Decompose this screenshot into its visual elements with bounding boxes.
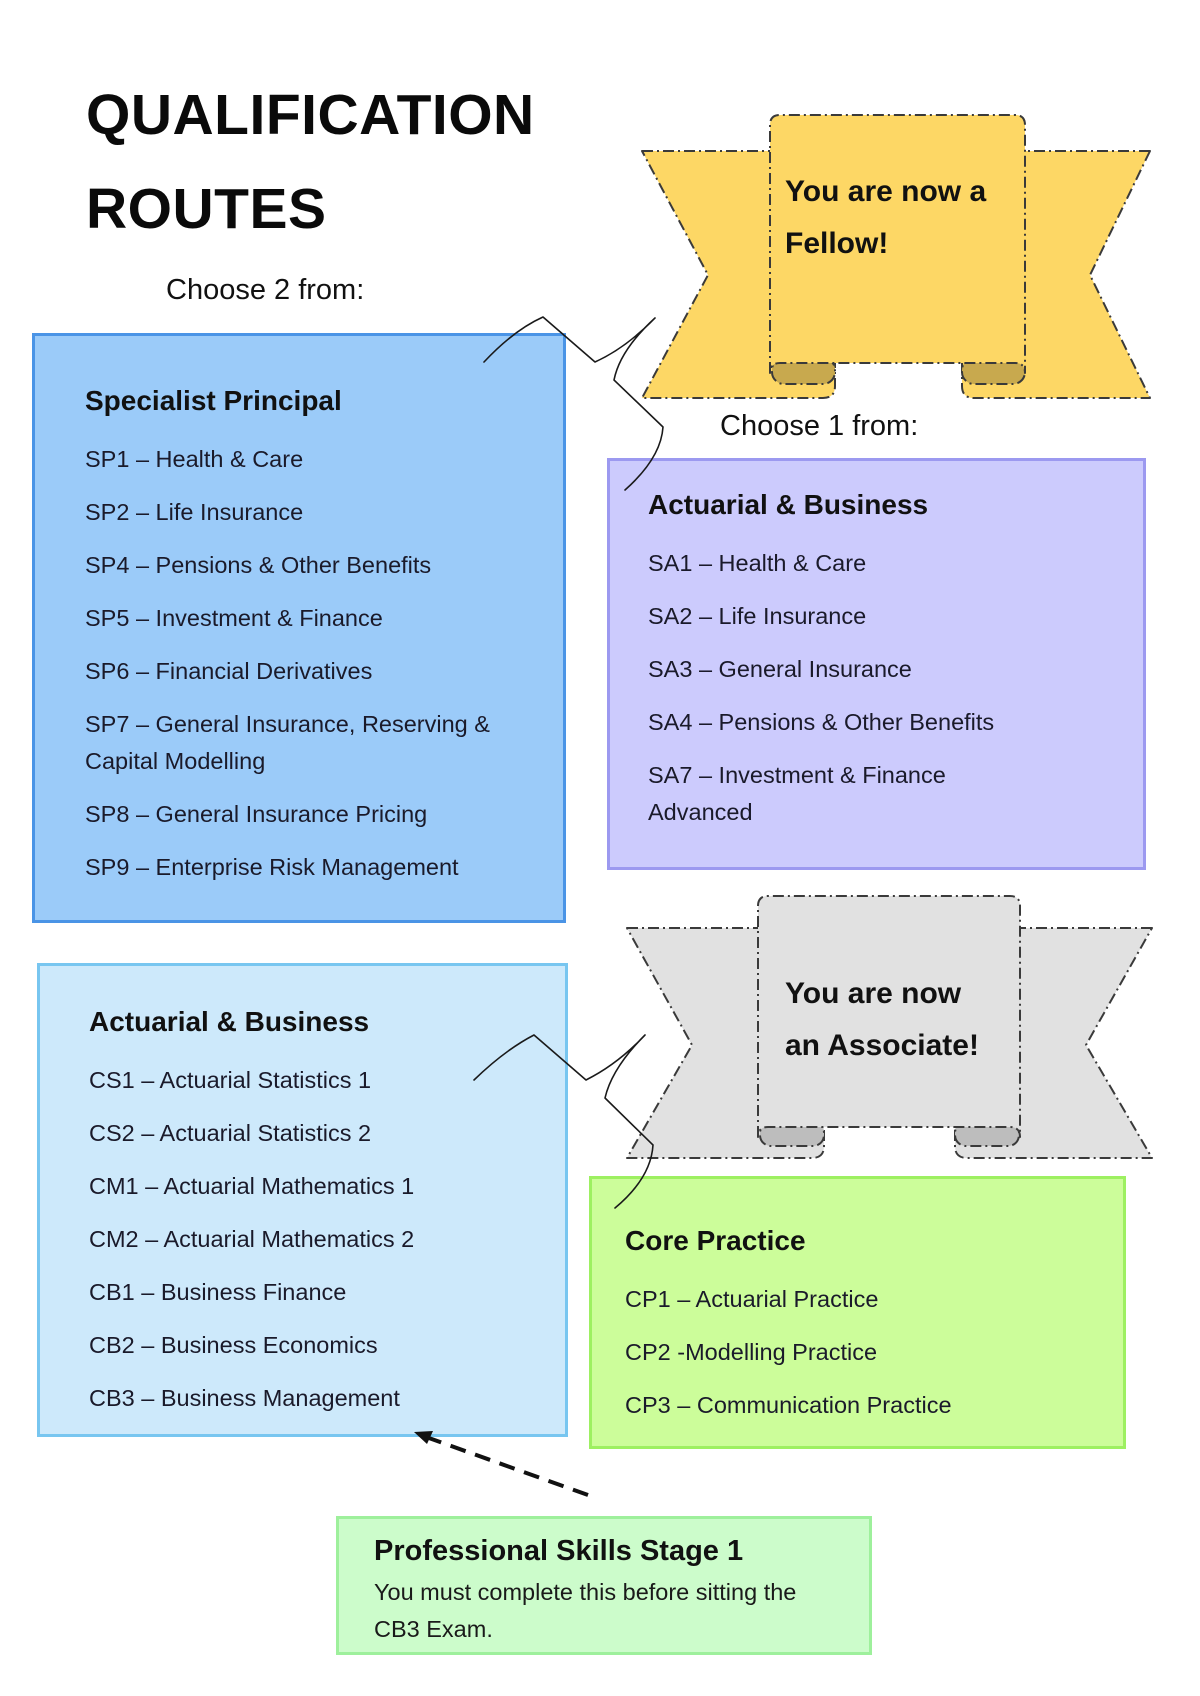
page-title-line-2: ROUTES <box>86 177 327 241</box>
choose-one-label: Choose 1 from: <box>720 410 919 442</box>
professional-skills-heading: Professional Skills Stage 1 <box>374 1535 744 1567</box>
module-item: SA1 – Health & Care <box>648 550 867 576</box>
module-item: SP5 – Investment & Finance <box>85 605 383 631</box>
associate-ribbon-line-2: an Associate! <box>785 1029 979 1062</box>
arrowhead-icon <box>414 1431 433 1444</box>
associate-ribbon-text: You are now an Associate! <box>785 968 1015 1072</box>
module-item: CP2 -Modelling Practice <box>625 1339 878 1365</box>
choose-two-label: Choose 2 from: <box>166 274 365 306</box>
module-item: SP8 – General Insurance Pricing <box>85 801 428 827</box>
module-item: SP7 – General Insurance, Reserving & Cap… <box>85 711 490 774</box>
module-item: CP1 – Actuarial Practice <box>625 1286 879 1312</box>
dashed-arrow <box>414 1431 589 1497</box>
module-item: CS1 – Actuarial Statistics 1 <box>89 1067 372 1093</box>
connector-squiggle-bottom <box>473 1034 654 1209</box>
fellow-ribbon-line-1: You are now a <box>785 175 987 208</box>
fellow-ribbon-line-2: Fellow! <box>785 227 889 260</box>
specialist-advanced-heading: Actuarial & Business <box>648 489 929 520</box>
module-item: SA4 – Pensions & Other Benefits <box>648 709 995 735</box>
module-item: CM1 – Actuarial Mathematics 1 <box>89 1173 415 1199</box>
module-item: SA2 – Life Insurance <box>648 603 867 629</box>
core-practice-box: Core Practice CP1 – Actuarial Practice C… <box>589 1176 1126 1449</box>
module-item: CS2 – Actuarial Statistics 2 <box>89 1120 372 1146</box>
module-item: SA7 – Investment & Finance Advanced <box>648 762 946 825</box>
connector-squiggle-top <box>483 316 664 491</box>
module-item: SP6 – Financial Derivatives <box>85 658 373 684</box>
professional-skills-note: You must complete this before sitting th… <box>374 1579 797 1642</box>
module-item: CP3 – Communication Practice <box>625 1392 952 1418</box>
module-item: CB1 – Business Finance <box>89 1279 347 1305</box>
module-item: CM2 – Actuarial Mathematics 2 <box>89 1226 415 1252</box>
core-practice-heading: Core Practice <box>625 1225 806 1256</box>
module-item: CB3 – Business Management <box>89 1385 400 1411</box>
fellow-ribbon-shape <box>641 114 1151 399</box>
core-principles-box: Actuarial & Business CS1 – Actuarial Sta… <box>37 963 568 1437</box>
professional-skills-box: Professional Skills Stage 1 You must com… <box>336 1516 872 1655</box>
associate-ribbon-line-1: You are now <box>785 977 962 1010</box>
module-item: SP1 – Health & Care <box>85 446 304 472</box>
module-item: SP2 – Life Insurance <box>85 499 304 525</box>
page-title: QUALIFICATION ROUTES <box>86 68 535 256</box>
associate-ribbon-shape <box>626 895 1153 1159</box>
fellow-ribbon-text: You are now a Fellow! <box>785 166 1015 270</box>
core-principles-heading: Actuarial & Business <box>89 1006 370 1037</box>
specialist-advanced-box: Actuarial & Business SA1 – Health & Care… <box>607 458 1146 870</box>
module-item: SP9 – Enterprise Risk Management <box>85 854 459 880</box>
specialist-principal-box: Specialist Principal SP1 – Health & Care… <box>32 333 566 923</box>
page-title-line-1: QUALIFICATION <box>86 83 535 147</box>
module-item: SP4 – Pensions & Other Benefits <box>85 552 432 578</box>
specialist-principal-heading: Specialist Principal <box>85 385 342 416</box>
module-item: SA3 – General Insurance <box>648 656 912 682</box>
module-item: CB2 – Business Economics <box>89 1332 378 1358</box>
